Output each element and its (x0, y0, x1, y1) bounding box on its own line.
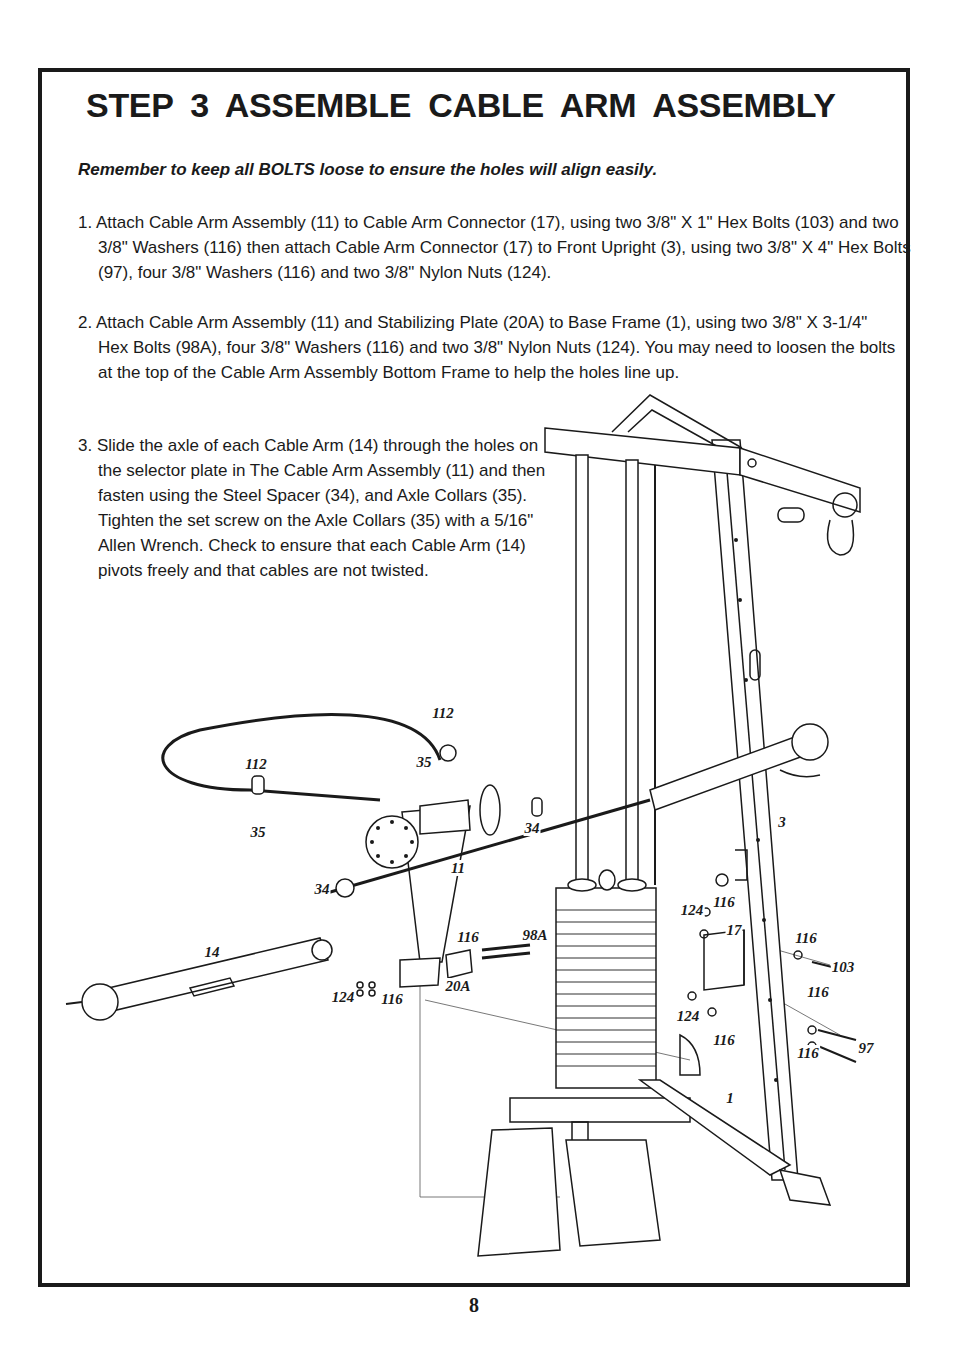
callout-number: 116 (794, 930, 818, 946)
instruction-step: 1. Attach Cable Arm Assembly (11) to Cab… (78, 210, 928, 285)
callout-number: 112 (431, 705, 455, 721)
instruction-step: 3. Slide the axle of each Cable Arm (14)… (78, 433, 563, 583)
callout-number: 116 (712, 894, 736, 910)
callout-number: 103 (831, 959, 856, 975)
callout-number: 14 (204, 944, 221, 960)
callout-number: 97 (858, 1040, 875, 1056)
page-number: 8 (469, 1294, 479, 1317)
callout-number: 116 (796, 1045, 820, 1061)
callout-number: 116 (806, 984, 830, 1000)
callout-number: 34 (524, 820, 541, 836)
callout-number: 112 (244, 756, 268, 772)
callout-number: 98A (521, 927, 548, 943)
callout-number: 34 (314, 881, 331, 897)
callout-number: 116 (712, 1032, 736, 1048)
callout-number: 35 (416, 754, 433, 770)
callout-number: 124 (331, 989, 356, 1005)
callout-number: 20A (444, 978, 471, 994)
note-text: Remember to keep all BOLTS loose to ensu… (78, 160, 657, 180)
callout-number: 17 (726, 922, 743, 938)
callout-number: 124 (680, 902, 705, 918)
instruction-step: 2. Attach Cable Arm Assembly (11) and St… (78, 310, 898, 385)
callout-number: 1 (725, 1090, 735, 1106)
callout-number: 116 (456, 929, 480, 945)
callout-number: 116 (380, 991, 404, 1007)
page-title: STEP 3 ASSEMBLE CABLE ARM ASSEMBLY (86, 86, 836, 125)
callout-number: 35 (250, 824, 267, 840)
callout-number: 11 (450, 860, 466, 876)
callout-number: 124 (676, 1008, 701, 1024)
callout-number: 3 (777, 814, 787, 830)
